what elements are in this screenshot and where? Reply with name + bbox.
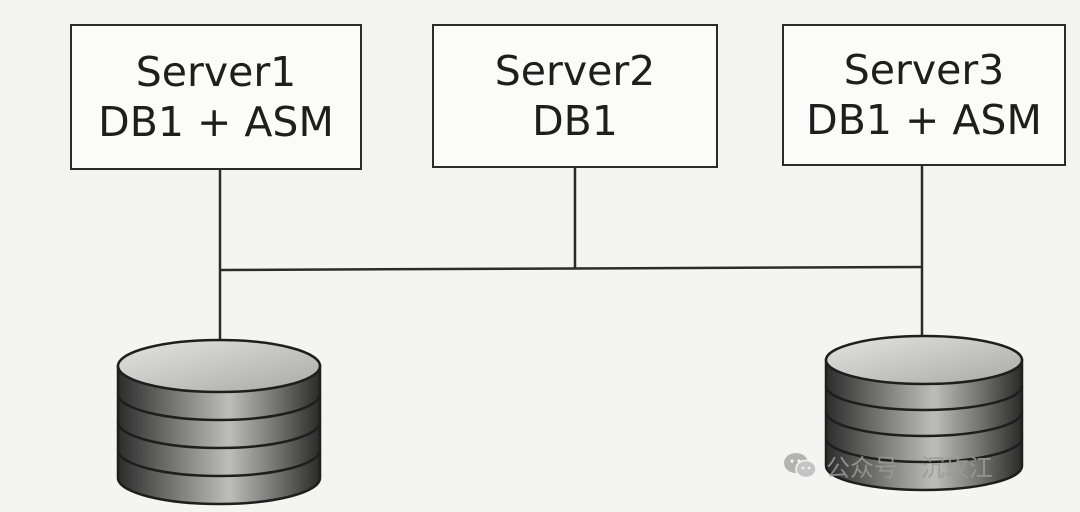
watermark-text: 公众号 · 沉玫江 [826,454,993,482]
network-lines [218,166,924,350]
bus-line [219,265,923,272]
watermark: 公众号 · 沉玫江 [782,448,993,483]
storage-disk-right [824,334,1024,492]
server2-box: Server2 DB1 [432,24,718,168]
server1-box: Server1 DB1 + ASM [70,24,362,170]
server3-box: Server3 DB1 + ASM [782,24,1066,166]
server2-name: Server2 [494,47,656,95]
storage-disk-left [116,338,322,506]
server1-role: DB1 + ASM [98,98,334,146]
server1-name: Server1 [135,48,297,96]
server2-role: DB1 [532,97,618,145]
wechat-icon [784,452,817,478]
server3-name: Server3 [843,46,1005,94]
server3-role: DB1 + ASM [806,96,1042,144]
